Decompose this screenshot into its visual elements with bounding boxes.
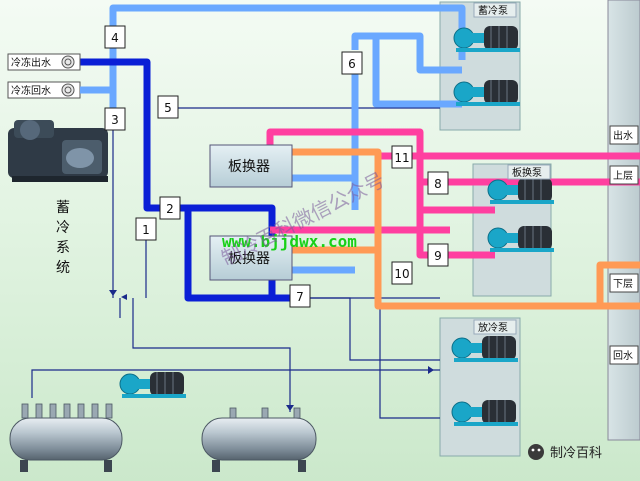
storage-tank-right	[201, 407, 317, 472]
valve-label-6: 6	[348, 57, 356, 71]
hx-top-label: 板换器	[228, 158, 270, 175]
chiller-unit	[8, 120, 108, 182]
inlet-connectors	[7, 53, 81, 99]
label-supply-return: 冷冻回水	[11, 84, 51, 97]
valve-label-9: 9	[434, 249, 442, 263]
storage-pump-panel	[439, 1, 521, 131]
valve-box-5	[157, 95, 179, 119]
valve-label-11: 11	[394, 151, 409, 165]
side-lower-label: 下层	[613, 278, 633, 290]
valve-box-8	[427, 171, 449, 195]
pump-7	[119, 372, 186, 398]
pump-4	[487, 226, 554, 252]
pump-release-label: 放冷泵	[478, 321, 508, 334]
valve-box-2	[159, 196, 181, 220]
storage-system-char-2: 冷	[56, 220, 70, 236]
watermark-url: www.bjjdwx.com	[222, 232, 357, 251]
valve-label-4: 4	[111, 31, 119, 45]
side-lower-tag	[609, 273, 639, 293]
valve-box-10	[391, 261, 413, 285]
pump-storage-tag	[473, 2, 517, 18]
orange-pipes	[290, 148, 640, 310]
hx-bottom-label: 板换器	[228, 250, 270, 267]
pump-hx-label: 板换泵	[512, 166, 542, 179]
thin-pipes	[31, 107, 440, 419]
valve-label-5: 5	[164, 101, 172, 115]
valve-label-1: 1	[142, 223, 150, 237]
label-supply-out: 冷冻出水	[11, 56, 51, 69]
side-out-tag	[609, 125, 639, 145]
valve-box-4	[104, 25, 126, 49]
side-out-label: 出水	[613, 129, 633, 142]
hx-bottom	[209, 235, 293, 281]
side-return-tag	[609, 345, 639, 365]
side-upper-tag	[609, 165, 639, 185]
valve-box-3	[104, 107, 126, 131]
valve-label-3: 3	[111, 113, 119, 127]
pump-1	[453, 26, 520, 52]
pump-hx-tag	[507, 164, 551, 180]
thin-pipe-arrows	[109, 290, 434, 411]
storage-tank-left	[9, 403, 123, 472]
brand-badge	[528, 444, 544, 460]
valve-box-1	[135, 217, 157, 241]
side-panel	[607, 0, 640, 441]
storage-system-char-4: 统	[56, 260, 70, 276]
valve-boxes: 1 2 3 4 5 6 7 8 9 10 11	[104, 25, 449, 308]
valve-box-7	[289, 284, 311, 308]
valve-box-9	[427, 243, 449, 267]
pump-storage-label: 蓄冷泵	[478, 4, 508, 17]
pump-icons	[119, 26, 554, 426]
side-return-label: 回水	[613, 350, 633, 362]
valve-label-7: 7	[296, 290, 304, 304]
pump-release-tag	[473, 319, 517, 335]
hx-top	[209, 144, 293, 188]
pump-3	[487, 178, 554, 204]
valve-box-11	[391, 145, 413, 169]
valve-label-10: 10	[394, 267, 409, 281]
storage-system-char-1: 蓄	[56, 200, 70, 216]
pump-2	[453, 80, 520, 106]
valve-label-2: 2	[166, 202, 174, 216]
brand-text: 制冷百科	[550, 446, 602, 461]
side-upper-label: 上层	[613, 170, 633, 182]
valve-box-6	[341, 51, 363, 75]
valve-label-8: 8	[434, 177, 442, 191]
storage-system-char-3: 系	[56, 240, 70, 256]
pump-6	[451, 400, 518, 426]
pump-5	[451, 336, 518, 362]
